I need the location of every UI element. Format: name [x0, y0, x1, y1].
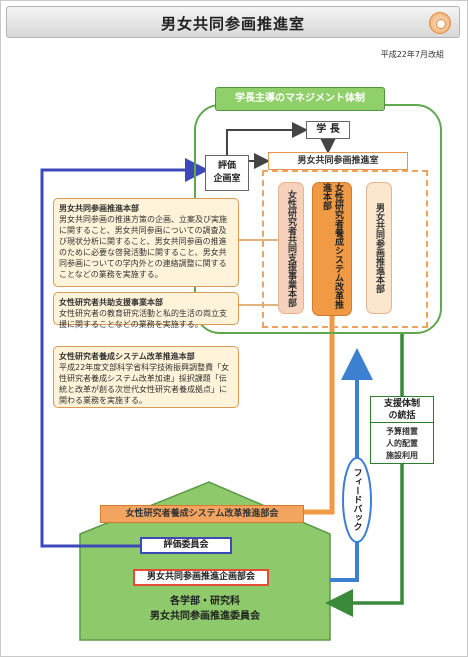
revision-date: 平成22年7月改組: [380, 50, 444, 59]
column-equality-hq: 男女共同参画推進本部: [366, 182, 392, 314]
info-body: 女性研究者の教育研究活動と私的生活の両立支援に関することなどの業務を実施する。: [59, 309, 227, 329]
office-to-chief-line: [226, 122, 308, 155]
info-title: 男女共同参画推進本部: [59, 204, 139, 213]
promotion-office-label: 男女共同参画推進室: [268, 152, 408, 170]
info-box-reform: 女性研究者養成システム改革推進本部 平成22年度文部科学省科学技術振興調整費「女…: [53, 346, 239, 408]
column-support-hq: 女性研究者共同支援事業本部: [278, 182, 304, 314]
president-box: 学 長: [306, 121, 350, 139]
management-label: 学長主導のマネジメント体制: [215, 87, 385, 111]
info-title: 女性研究者養成システム改革推進本部: [59, 352, 195, 361]
support-system-title: 支援体制 の統括: [370, 396, 434, 422]
column-reform-hq: 女性研究者養成システム改革推進本部: [312, 182, 352, 316]
title-bar: 男女共同参画推進室: [6, 6, 460, 38]
planning-committee-box: 男女共同参画推進企画部会: [133, 569, 269, 586]
badge-icon: [429, 12, 451, 34]
info-body: 平成22年度文部科学省科学技術振興調整費「女性研究者養成システム改革加速」採択課…: [59, 363, 230, 405]
info-box-support: 女性研究者共助支援事業本部 女性研究者の教育研究活動と私的生活の両立支援に関する…: [53, 292, 239, 329]
info-body: 男女共同参画の推進方策の企画、立案及び実施に関すること、男女共同参画についての調…: [59, 215, 227, 279]
promotion-office-dashed-box: [262, 170, 428, 328]
info-title: 女性研究者共助支援事業本部: [59, 298, 163, 307]
support-system-items: 予算措置 人的配置 施設利用: [370, 422, 434, 464]
info-box-equality: 男女共同参画推進本部 男女共同参画の推進方策の企画、立案及び実施に関すること、男…: [53, 198, 239, 287]
blue-eval-arrow: [40, 158, 209, 548]
page-title: 男女共同参画推進室: [160, 15, 305, 33]
reform-committee-label: 女性研究者養成システム改革推進部会: [100, 505, 304, 523]
orange-connector: [304, 316, 335, 515]
evaluation-office-box: 評価 企画室: [205, 155, 249, 191]
feedback-ellipse: [342, 457, 372, 543]
faculty-committee-label: 各学部・研究科 男女共同参画推進委員会: [150, 596, 260, 622]
evaluation-committee-box: 評価委員会: [140, 537, 232, 554]
feedback-label: フィードバック: [351, 467, 362, 531]
feedback-arrow: [330, 348, 373, 582]
